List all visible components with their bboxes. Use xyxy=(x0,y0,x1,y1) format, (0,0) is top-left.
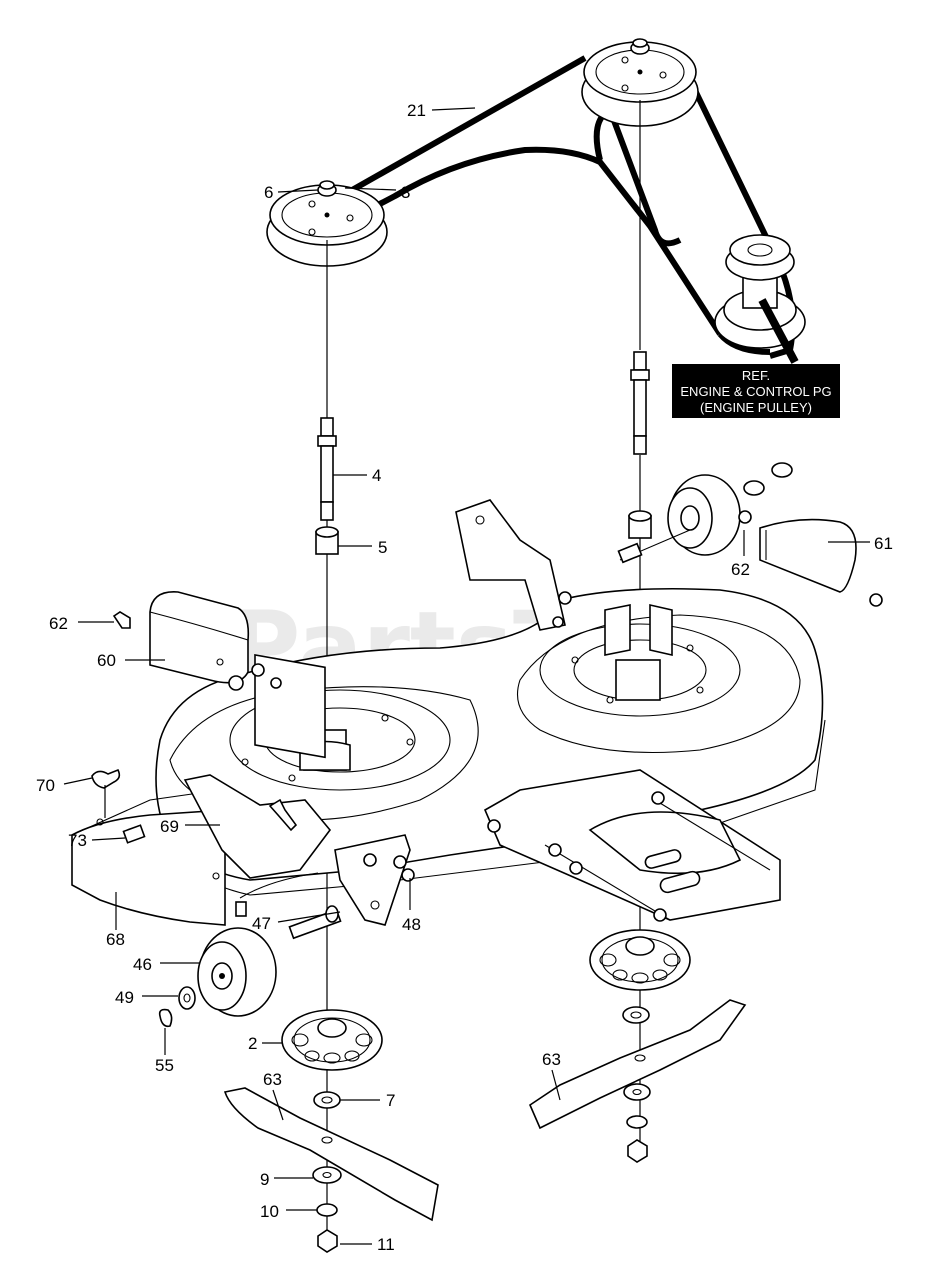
callout-49: 49 xyxy=(115,988,134,1007)
right-blade-washer xyxy=(623,1083,651,1101)
callout-6: 6 xyxy=(264,183,273,202)
callout-9: 9 xyxy=(260,1170,269,1189)
ref-line-2: ENGINE & CONTROL PG xyxy=(680,384,831,399)
right-spindle-bearing xyxy=(628,510,652,539)
right-mower-blade xyxy=(528,999,747,1130)
callout-61: 61 xyxy=(874,534,893,553)
right-spindle-shaft xyxy=(630,351,650,455)
callout-47: 47 xyxy=(252,914,271,933)
left-blade-nut xyxy=(317,1229,338,1253)
left-cover-screw xyxy=(112,611,131,629)
right-blade-bearing xyxy=(622,1006,650,1024)
left-blade-bearing xyxy=(313,1091,341,1109)
callout-63-left: 63 xyxy=(263,1070,282,1089)
callout-21: 21 xyxy=(407,101,426,120)
right-spindle-housing xyxy=(604,603,673,701)
left-blade-lock-washer xyxy=(316,1203,338,1217)
callout-7: 7 xyxy=(386,1091,395,1110)
right-blade-lock-washer xyxy=(626,1115,648,1129)
callout-55: 55 xyxy=(155,1056,174,1075)
left-deck-bracket xyxy=(334,834,415,926)
left-spindle-bearing xyxy=(315,526,339,555)
callout-2: 2 xyxy=(248,1034,257,1053)
callout-48: 48 xyxy=(402,915,421,934)
right-gauge-wheel xyxy=(617,462,793,564)
callout-62-right: 62 xyxy=(731,560,750,579)
left-gauge-wheel xyxy=(197,927,277,1017)
engine-pulley xyxy=(714,234,806,364)
callout-60: 60 xyxy=(97,651,116,670)
left-bracket-bolts xyxy=(228,663,282,691)
callout-11: 11 xyxy=(377,1235,395,1254)
deck-hanger-frame xyxy=(483,769,781,922)
callout-63-right: 63 xyxy=(542,1050,561,1069)
spindle-cover xyxy=(149,591,250,684)
callout-3: 3 xyxy=(401,183,410,202)
callout-68: 68 xyxy=(106,930,125,949)
left-blade-adapter xyxy=(281,1009,383,1071)
callout-46: 46 xyxy=(133,955,152,974)
ref-line-1: REF. xyxy=(742,368,770,383)
left-blade-washer xyxy=(312,1166,342,1184)
left-spindle-shaft xyxy=(317,417,337,521)
callout-62-left: 62 xyxy=(49,614,68,633)
callout-70: 70 xyxy=(36,776,55,795)
ref-line-3: (ENGINE PULLEY) xyxy=(700,400,812,415)
right-blade-adapter xyxy=(589,929,691,991)
callout-4: 4 xyxy=(372,466,381,485)
callout-10: 10 xyxy=(260,1202,279,1221)
chute-deflector xyxy=(183,774,332,879)
right-spindle-cover xyxy=(759,518,883,607)
engine-pulley-reference-box: REF. ENGINE & CONTROL PG (ENGINE PULLEY) xyxy=(672,364,840,418)
right-spindle-pulley xyxy=(581,38,699,127)
callout-labels: 21 6 3 4 5 61 62 62 60 70 73 69 68 47 48… xyxy=(36,101,893,1254)
wheel-clip xyxy=(158,1008,173,1028)
wing-nut xyxy=(91,768,121,818)
callout-5: 5 xyxy=(378,538,387,557)
right-blade-nut xyxy=(627,1139,648,1163)
callout-69: 69 xyxy=(160,817,179,836)
deflector-bolt xyxy=(268,798,298,832)
callout-leaders xyxy=(63,107,870,1245)
left-mower-blade xyxy=(223,1087,439,1222)
wheel-washer xyxy=(178,986,196,1010)
callout-73: 73 xyxy=(68,831,87,850)
right-deck-bracket xyxy=(455,499,572,631)
